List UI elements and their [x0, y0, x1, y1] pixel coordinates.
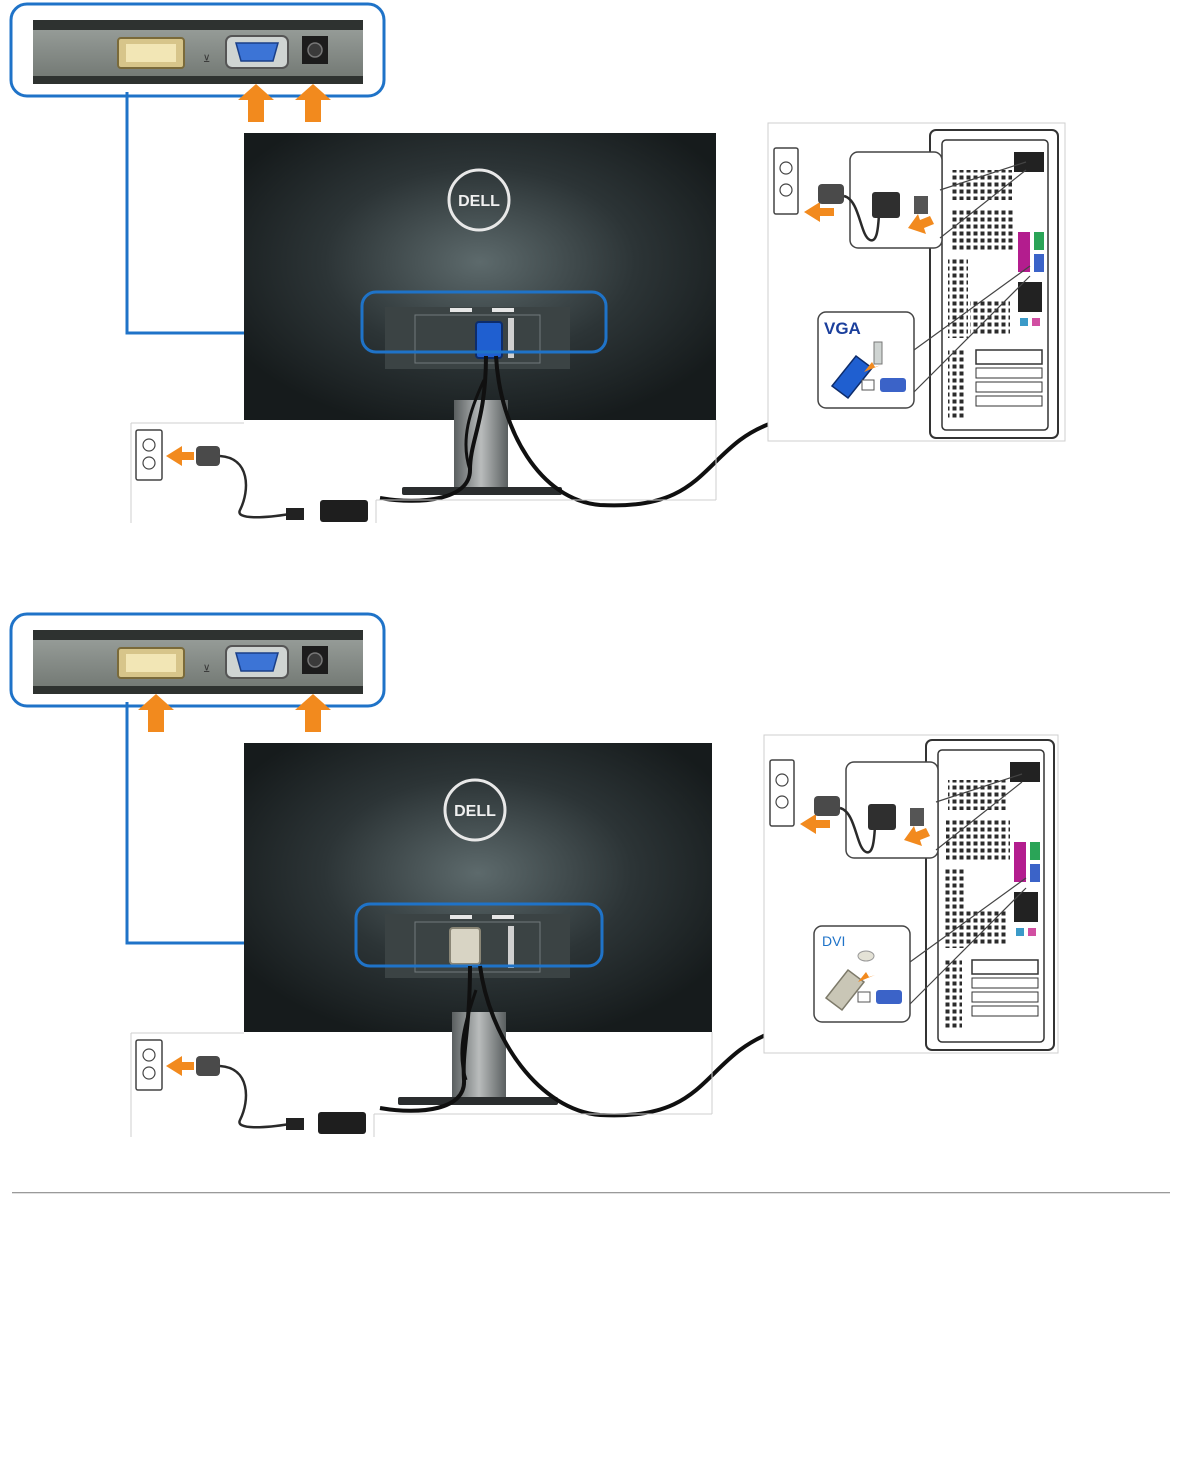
monitor-icon: DELL [244, 133, 716, 495]
dvi-connection-diagram: ⊻ DELL [0, 610, 1184, 1170]
computer-panel: DVI [764, 735, 1058, 1053]
dvi-port [118, 648, 184, 678]
power-adapter-icon [318, 1112, 366, 1134]
dell-logo-text: DELL [454, 803, 496, 820]
arrow-up-icon [238, 84, 274, 122]
wall-outlet-icon [770, 760, 794, 826]
dell-logo-text: DELL [458, 193, 500, 210]
arrow-up-icon [295, 694, 331, 732]
vga-port [226, 36, 288, 68]
port-strip-callout: ⊻ [11, 4, 384, 122]
wall-outlet-icon [136, 1040, 162, 1090]
computer-tower-icon [930, 130, 1058, 438]
wall-outlet-icon [774, 148, 798, 214]
computer-panel: VGA [768, 123, 1065, 441]
vga-port [226, 646, 288, 678]
dvi-port [118, 38, 184, 68]
monitor-icon: DELL [244, 743, 712, 1105]
dvi-connector [450, 928, 480, 964]
power-port [302, 36, 328, 64]
power-adapter-icon [320, 500, 368, 522]
arrow-up-icon [138, 694, 174, 732]
vga-label: VGA [824, 319, 861, 338]
svg-text:⊻: ⊻ [203, 664, 210, 675]
horizontal-rule [12, 1192, 1170, 1194]
arrow-up-icon [295, 84, 331, 122]
dvi-label: DVI [822, 933, 845, 949]
vga-connection-diagram: ⊻ DELL [0, 0, 1184, 560]
computer-tower-icon [926, 740, 1054, 1050]
svg-text:⊻: ⊻ [203, 54, 210, 65]
wall-outlet-icon [136, 430, 162, 480]
port-strip-callout: ⊻ [11, 614, 384, 732]
power-port [302, 646, 328, 674]
